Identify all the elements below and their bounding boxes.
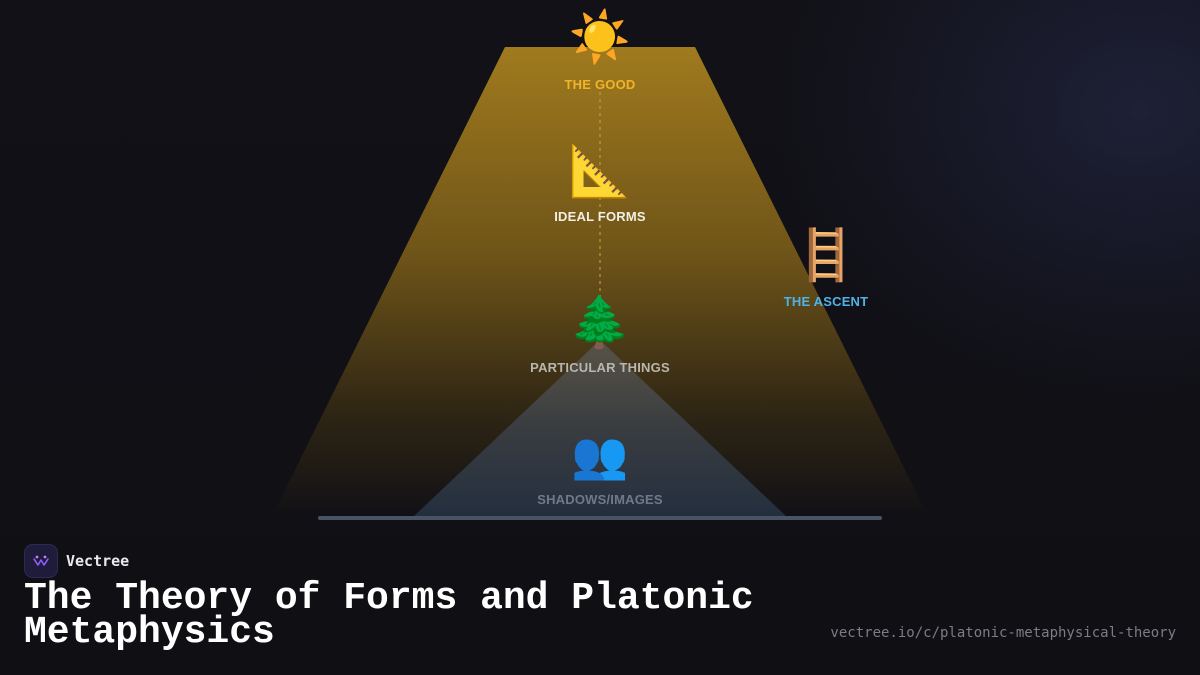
sun-icon: ☀️ — [568, 8, 632, 66]
brand-name: Vectree — [66, 552, 130, 570]
level-label-things: PARTICULAR THINGS — [530, 360, 670, 375]
page-title: The Theory of Forms and Platonic Metaphy… — [24, 577, 754, 654]
people-silhouette-icon: 👥 — [571, 428, 629, 482]
ascent-label: THE ASCENT — [783, 294, 869, 309]
triangular-ruler-icon: 📐 — [568, 142, 632, 200]
allegory-diagram — [275, 47, 925, 520]
level-label-good: THE GOOD — [564, 77, 636, 92]
ladder-icon: 🪜 — [794, 226, 858, 284]
cave-triangle — [412, 340, 788, 518]
level-label-forms: IDEAL FORMS — [554, 209, 646, 224]
source-url: vectree.io/c/platonic-metaphysical-theor… — [830, 625, 1176, 641]
level-label-shadows: SHADOWS/IMAGES — [537, 492, 663, 507]
ground-line — [318, 516, 882, 520]
light-beam — [275, 47, 925, 510]
brand: Vectree — [24, 544, 129, 578]
evergreen-tree-icon: 🌲 — [568, 293, 632, 351]
vectree-logo-icon — [24, 544, 58, 578]
